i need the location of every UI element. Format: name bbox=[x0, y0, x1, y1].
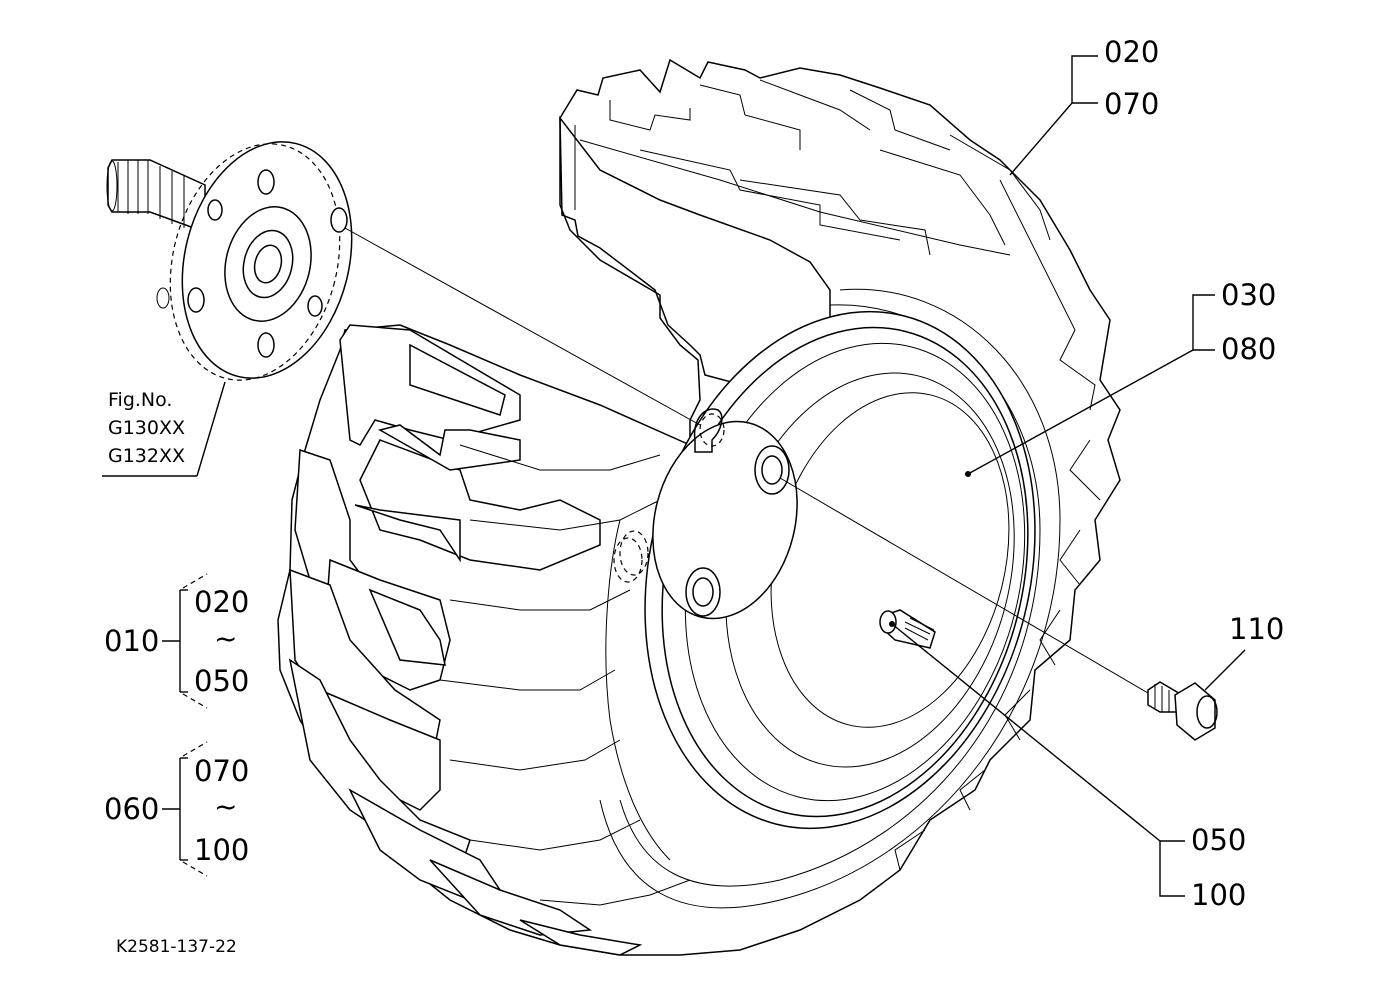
fig-ref-2: G132XX bbox=[108, 445, 185, 467]
leader-lines bbox=[102, 102, 1246, 842]
callout-valve-bottom: 100 bbox=[1191, 878, 1246, 912]
callout-tire-top: 020 bbox=[1104, 35, 1159, 69]
valve bbox=[879, 609, 936, 649]
fig-ref-1: G130XX bbox=[108, 417, 185, 439]
assembly-060-from: 070 bbox=[194, 754, 249, 788]
assembly-bracket-010 bbox=[162, 573, 208, 709]
callout-valve-top: 050 bbox=[1191, 823, 1246, 857]
assembly-bracket-060 bbox=[162, 741, 208, 877]
fig-ref-prefix: Fig.No. bbox=[108, 389, 172, 411]
assembly-060-sep: ~ bbox=[214, 790, 237, 823]
assembly-060-id: 060 bbox=[104, 792, 159, 826]
hub-bolt bbox=[1147, 681, 1218, 741]
callout-rim-bottom: 080 bbox=[1221, 332, 1276, 366]
assembly-010-from: 020 bbox=[194, 585, 249, 619]
document-id: K2581-137-22 bbox=[116, 937, 237, 957]
axle-hub-flange bbox=[106, 141, 353, 381]
assembly-060-to: 100 bbox=[194, 833, 249, 867]
assembly-010-id: 010 bbox=[104, 624, 159, 658]
callout-rim-top: 030 bbox=[1221, 278, 1276, 312]
callout-brackets bbox=[1071, 55, 1215, 897]
rim-wheel bbox=[613, 310, 1036, 830]
assembly-010-sep: ~ bbox=[214, 622, 237, 655]
assembly-010-to: 050 bbox=[194, 664, 249, 698]
callout-bolt: 110 bbox=[1229, 612, 1284, 646]
callout-tire-bottom: 070 bbox=[1104, 87, 1159, 121]
